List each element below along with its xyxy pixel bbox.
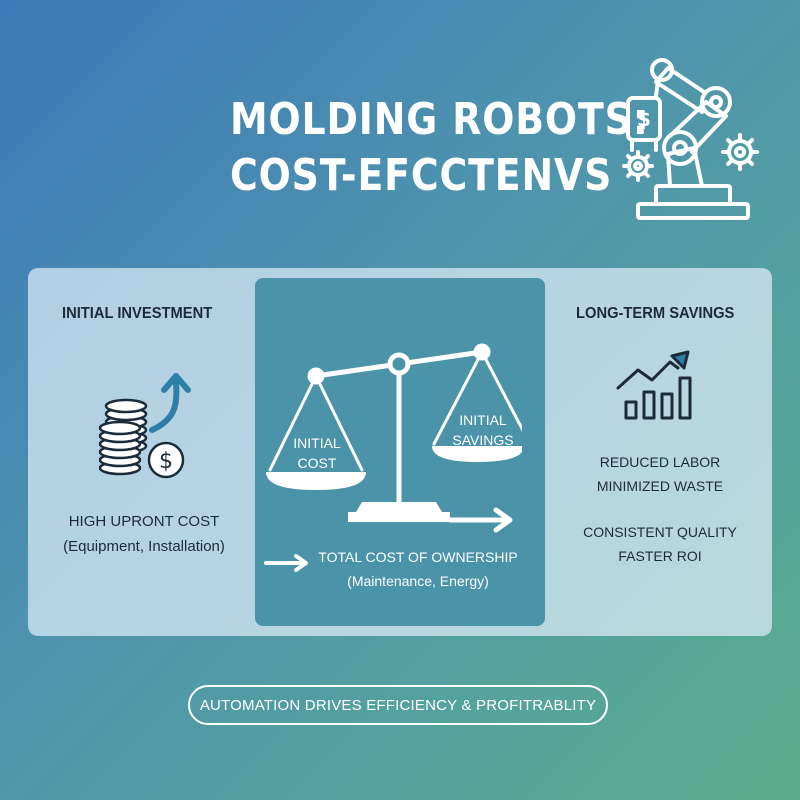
footer-banner-label: AUTOMATION DRIVES EFFICIENCY & PROFITRAB… [199, 696, 597, 714]
pan-initial-savings-line-2: SAVINGS [452, 432, 514, 448]
high-upfront-cost-label: HIGH UPRONT COST [68, 513, 220, 530]
savings-item-4: FASTER ROI [618, 548, 702, 564]
title-line-1: MOLDING ROBOTS: [230, 94, 649, 145]
pan-initial-savings-line-1: INITIAL [459, 412, 507, 428]
title-line-2: COST-EFCCTENVS [230, 150, 613, 201]
coin-stack-icon: $ [98, 398, 185, 479]
initial-investment-heading: INITIAL INVESTMENT [62, 305, 213, 322]
pan-initial-cost-line-1: INITIAL [293, 435, 341, 451]
page-title: MOLDING ROBOTS: COST-EFCCTENVS [230, 92, 649, 204]
pan-initial-cost-line-2: COST [297, 455, 337, 471]
maintenance-energy-label: (Maintenance, Energy) [347, 573, 489, 589]
savings-item-3: CONSISTENT QUALITY [583, 524, 737, 540]
svg-text:$: $ [159, 449, 173, 474]
total-cost-of-ownership-label: TOTAL COST OF OWNERSHIP [318, 549, 518, 565]
long-term-savings-heading: LONG-TERM SAVINGS [576, 305, 735, 322]
balance-scale-icon [266, 343, 522, 533]
svg-text:$: $ [637, 107, 651, 131]
savings-item-2: MINIMIZED WASTE [596, 478, 724, 494]
pan-initial-cost: INITIAL COST [282, 433, 352, 473]
industrial-robot-arm-icon: $ [622, 58, 759, 220]
rising-arrow-icon [149, 373, 191, 433]
savings-item-1: REDUCED LABOR [599, 454, 721, 470]
growth-bar-chart-icon [616, 350, 692, 420]
footer-banner: AUTOMATION DRIVES EFFICIENCY & PROFITRAB… [188, 685, 608, 725]
equipment-installation-label: (Equipment, Installation) [63, 538, 225, 555]
pan-initial-savings: INITIAL SAVINGS [445, 410, 521, 450]
right-arrow-icon [264, 554, 308, 572]
